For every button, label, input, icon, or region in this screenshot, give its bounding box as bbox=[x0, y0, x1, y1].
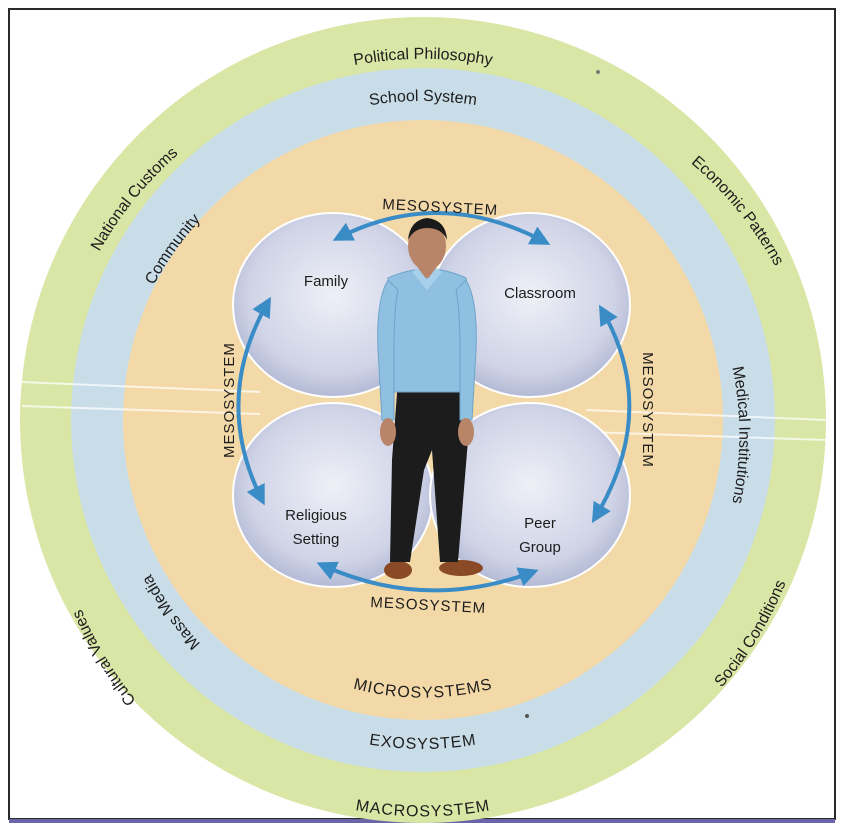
seam-right-1 bbox=[585, 409, 827, 421]
head bbox=[408, 222, 446, 270]
arrow-religious-peer bbox=[316, 561, 539, 593]
microsystem-bubbles bbox=[232, 212, 631, 588]
mesosystem-arrows bbox=[236, 210, 632, 593]
label-family: Family bbox=[304, 273, 349, 290]
mesosystem-label-bottom: MESOSYSTEM bbox=[370, 594, 487, 617]
label-religious-line1: Religious bbox=[285, 507, 347, 524]
seam-left-2 bbox=[21, 405, 261, 415]
label-classroom: Classroom bbox=[504, 285, 576, 302]
shirt bbox=[387, 268, 475, 393]
speck bbox=[596, 70, 600, 74]
right-hand bbox=[458, 418, 474, 446]
arrow-family-classroom bbox=[332, 210, 551, 245]
bubble-peer-group bbox=[429, 402, 631, 588]
left-shoe bbox=[384, 561, 412, 579]
arrow-classroom-peer bbox=[591, 304, 632, 524]
pants bbox=[390, 380, 468, 562]
label-peer-line1: Peer bbox=[524, 515, 556, 532]
right-shoe bbox=[439, 560, 483, 576]
mesosystem-label-right: MESOSYSTEM bbox=[639, 352, 656, 468]
mesosystem-label-left: MESOSYSTEM bbox=[221, 342, 238, 458]
macro-label-political-philosophy: Political Philosophy bbox=[352, 46, 494, 69]
exosystem-title: EXOSYSTEM bbox=[368, 732, 477, 753]
person-figure bbox=[377, 218, 483, 579]
mesosystem-label-top: MESOSYSTEM bbox=[382, 196, 499, 219]
macrosystem-title: MACROSYSTEM bbox=[355, 797, 492, 820]
label-religious-line2: Setting bbox=[293, 531, 340, 548]
arrow-family-religious bbox=[236, 296, 271, 506]
seam-left-1 bbox=[21, 381, 261, 393]
speck-2 bbox=[525, 714, 529, 718]
collar bbox=[412, 268, 442, 290]
label-peer-line2: Group bbox=[519, 539, 561, 556]
left-hand bbox=[380, 418, 396, 446]
hair bbox=[408, 218, 447, 240]
exo-label-school-system: School System bbox=[368, 88, 478, 109]
